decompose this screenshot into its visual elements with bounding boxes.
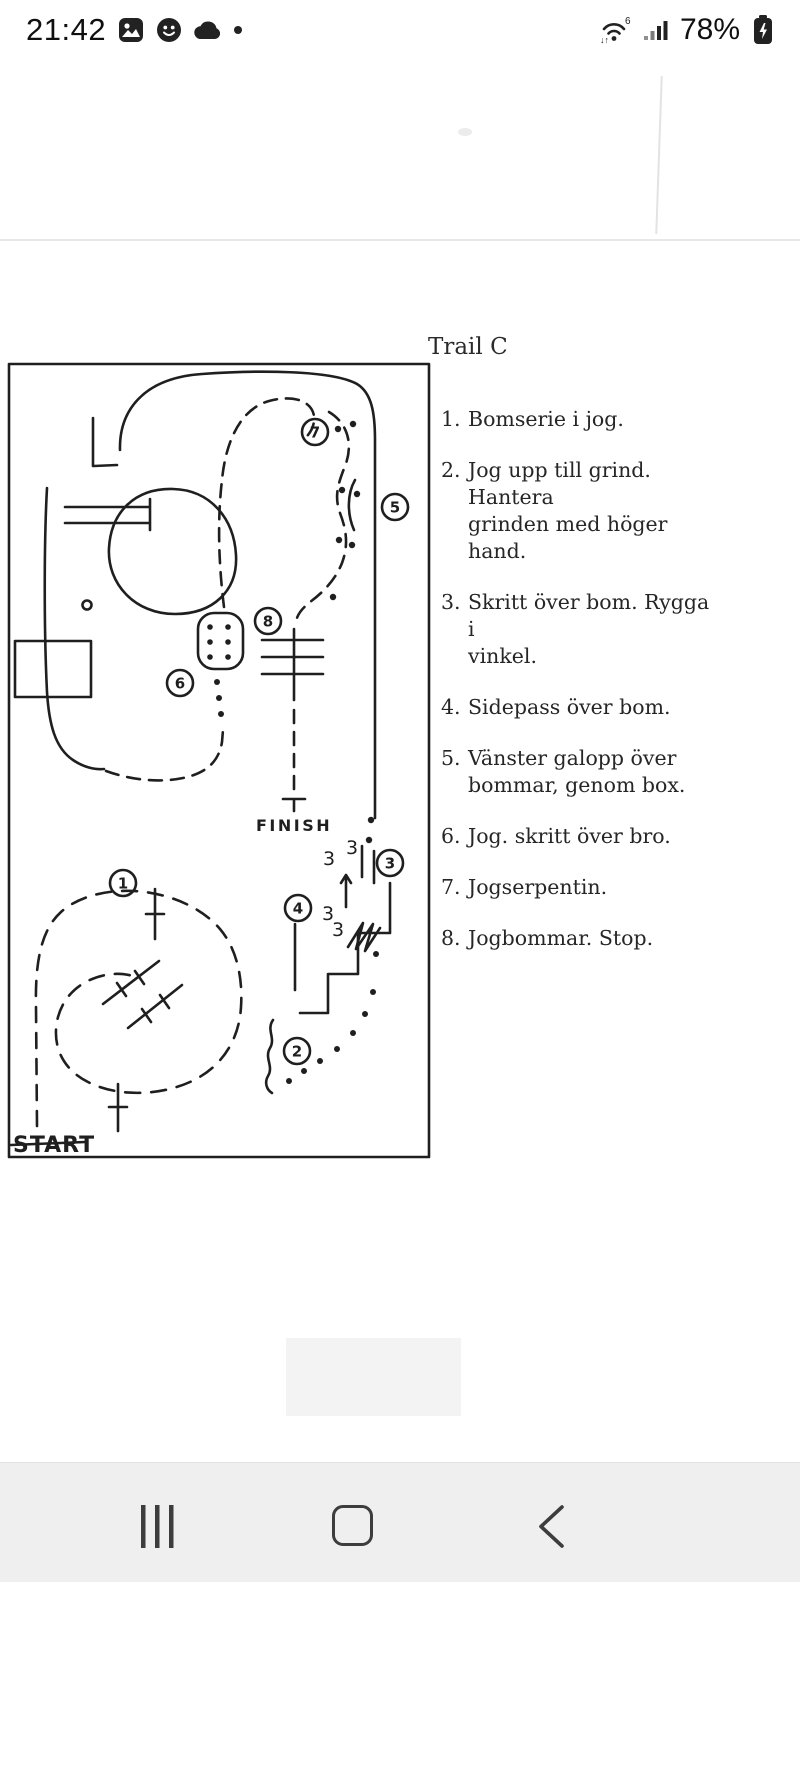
corner-lines — [360, 844, 376, 885]
instruction-number: 8. — [441, 926, 461, 950]
back-icon[interactable] — [538, 1504, 565, 1549]
instruction-item-1: 1. Bomserie i jog. — [441, 406, 713, 433]
trail-course-map: FINISH 3 3 3 3 1 2 3 — [7, 362, 431, 1159]
jog-poles — [260, 638, 325, 676]
left-boundary-solid — [43, 486, 106, 771]
cloud-icon — [194, 21, 221, 40]
station-markers: 1 2 3 4 5 6 7 8 — [108, 417, 410, 1066]
bridge-obstacle — [196, 611, 245, 671]
instruction-text: Sidepass över bom. — [468, 695, 671, 719]
svg-text:6: 6 — [625, 16, 631, 27]
instruction-number: 7. — [441, 875, 461, 899]
station-number-3: 3 — [385, 855, 395, 873]
scan-artifact-line — [655, 76, 663, 234]
navigation-bar — [0, 1462, 800, 1582]
right-approach-dots — [365, 816, 375, 844]
station-number-6: 6 — [175, 675, 185, 693]
instruction-item-7: 7. Jogserpentin. — [441, 874, 713, 901]
station-number-8: 8 — [263, 613, 273, 631]
finish-marker — [281, 797, 307, 813]
lower-loop-dashed — [104, 728, 225, 782]
page-divider — [0, 239, 800, 241]
zigzag-line — [346, 921, 382, 953]
instruction-text: Jog. skritt över bro. — [468, 824, 671, 848]
home-button-icon[interactable] — [332, 1505, 373, 1546]
scan-artifact-rect — [286, 1338, 461, 1416]
station-circle-3 — [375, 848, 405, 878]
instruction-item-8: 8. Jogbommar. Stop. — [441, 925, 713, 952]
scan-artifact-smudge — [458, 128, 472, 136]
station-number-1: 1 — [118, 875, 128, 893]
zigzag-backing-area: 3 3 3 3 — [322, 837, 382, 957]
battery-charging-icon — [754, 15, 772, 44]
station-circle-6 — [165, 668, 195, 698]
zigzag-mark: 3 — [323, 848, 335, 870]
instruction-number: 5. — [441, 746, 461, 770]
gate-structure — [63, 416, 152, 532]
station-circle-1 — [108, 868, 138, 898]
serpentine-dots — [329, 420, 361, 601]
pattern-poles — [101, 887, 184, 1133]
start-strike-line — [9, 1140, 87, 1147]
battery-percent: 78% — [679, 13, 740, 46]
wifi-6-icon: 6 ↓↑ — [600, 16, 631, 45]
station-number-4: 4 — [293, 900, 303, 918]
staircase-line — [298, 881, 392, 1015]
document-title: Trail C — [428, 334, 508, 360]
instruction-number: 6. — [441, 824, 461, 848]
station-number-7: 7 — [310, 424, 320, 442]
serpentine-arc — [347, 478, 357, 532]
signal-bars-icon — [643, 21, 668, 40]
instruction-text: Skritt över bom. Rygga i vinkel. — [468, 590, 710, 668]
bridge-exit-dots — [214, 679, 224, 717]
station-number-5: 5 — [390, 499, 400, 517]
spiral-loop-dashed — [34, 889, 243, 1128]
face-icon — [157, 18, 182, 42]
instruction-number: 2. — [441, 458, 461, 482]
up-arrow — [339, 873, 353, 909]
instruction-list: 1. Bomserie i jog. 2. Jog upp till grind… — [441, 406, 713, 976]
status-bar: 21:42 6 ↓↑ 78% — [0, 0, 800, 60]
station-circle-4 — [283, 893, 313, 923]
instruction-text: Jogserpentin. — [468, 875, 608, 899]
gallery-icon — [119, 18, 144, 42]
zigzag-mark: 3 — [332, 919, 344, 941]
zigzag-mark: 3 — [346, 837, 358, 859]
instruction-number: 4. — [441, 695, 461, 719]
instruction-text: Jog upp till grind. Hantera grinden med … — [468, 458, 668, 563]
station-circle-8 — [253, 606, 283, 636]
course-outline-solid — [118, 370, 377, 820]
instruction-text: Jogbommar. Stop. — [468, 926, 654, 950]
middle-loop-solid — [107, 487, 238, 616]
serpentine-route-dashed — [295, 410, 351, 620]
finish-label: FINISH — [256, 816, 332, 835]
station-number-2: 2 — [292, 1043, 302, 1061]
course-loop-dashed — [217, 397, 316, 609]
station-circle-5 — [380, 492, 410, 522]
zigzag-mark: 3 — [322, 903, 334, 925]
clock: 21:42 — [26, 12, 107, 47]
svg-text:↓↑: ↓↑ — [600, 35, 609, 45]
instruction-item-4: 4. Sidepass över bom. — [441, 694, 713, 721]
notification-dot — [234, 26, 243, 34]
zigzag-dot — [373, 951, 379, 957]
map-border — [7, 362, 431, 1159]
recent-apps-icon[interactable] — [141, 1505, 174, 1548]
instruction-number: 1. — [441, 407, 461, 431]
squiggle-gate — [264, 1018, 275, 1095]
instruction-text: Bomserie i jog. — [468, 407, 624, 431]
instruction-item-5: 5. Vänster galopp över bommar, genom box… — [441, 745, 713, 799]
dotted-trail — [286, 989, 376, 1084]
instruction-item-2: 2. Jog upp till grind. Hantera grinden m… — [441, 457, 713, 565]
instruction-text: Vänster galopp över bommar, genom box. — [468, 746, 686, 797]
box-obstacle — [13, 639, 93, 699]
instruction-item-3: 3. Skritt över bom. Rygga i vinkel. — [441, 589, 713, 670]
instruction-number: 3. — [441, 590, 461, 614]
station-circle-2 — [282, 1036, 312, 1066]
station-circle-7 — [300, 417, 330, 447]
bridge-dots — [207, 624, 231, 660]
small-marker — [81, 599, 93, 611]
instruction-item-6: 6. Jog. skritt över bro. — [441, 823, 713, 850]
